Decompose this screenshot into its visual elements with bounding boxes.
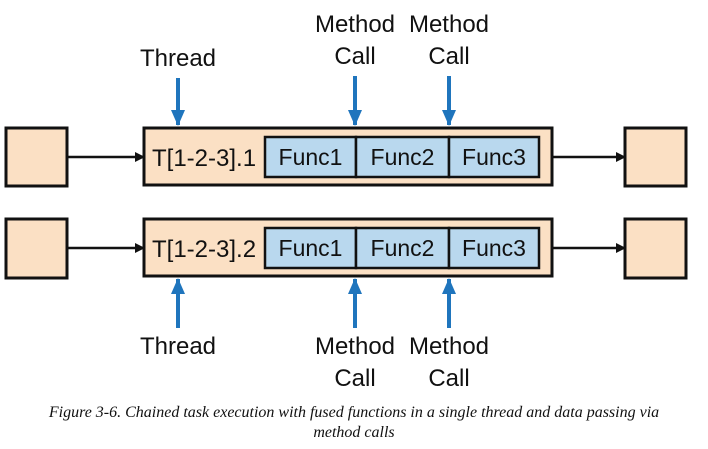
method-call-label-bottom-2-line2: Call xyxy=(428,365,469,392)
func-label-1-3: Func3 xyxy=(462,144,526,170)
figure-caption: Figure 3-6. Chained task execution with … xyxy=(0,403,708,443)
method-call-label-bottom-1-line2: Call xyxy=(334,365,375,392)
input-data-box-1 xyxy=(4,126,69,188)
figure-caption-line1: Figure 3-6. Chained task execution with … xyxy=(48,404,660,421)
method-call-label-top-1-line2: Call xyxy=(334,43,375,70)
output-data-box-2 xyxy=(623,217,688,280)
method-call-label-top-2-line2: Call xyxy=(428,43,469,70)
func-label-1-2: Func2 xyxy=(371,144,435,170)
method-call-label-bottom-1-line1: Method xyxy=(315,333,395,360)
func-label-1-1: Func1 xyxy=(279,144,343,170)
func-label-2-1: Func1 xyxy=(279,235,343,261)
func-box-2-1 xyxy=(263,226,358,270)
func-box-1-2 xyxy=(354,135,451,179)
func-box-1-1 xyxy=(263,135,358,179)
thread-label-top: Thread xyxy=(140,45,216,72)
method-call-label-top-1-line1: Method xyxy=(315,11,395,38)
task-label-1: T[1-2-3].1 xyxy=(152,145,256,172)
input-data-box-2 xyxy=(4,217,69,280)
func-label-2-2: Func2 xyxy=(371,235,435,261)
func-label-2-3: Func3 xyxy=(462,235,526,261)
method-call-label-bottom-2-line1: Method xyxy=(409,333,489,360)
func-box-1-3 xyxy=(447,135,541,179)
method-call-label-top-2-line1: Method xyxy=(409,11,489,38)
thread-label-bottom: Thread xyxy=(140,333,216,360)
task-label-2: T[1-2-3].2 xyxy=(152,236,256,263)
func-box-2-3 xyxy=(447,226,541,270)
figure-caption-line2: method calls xyxy=(313,424,395,441)
output-data-box-1 xyxy=(623,126,688,188)
